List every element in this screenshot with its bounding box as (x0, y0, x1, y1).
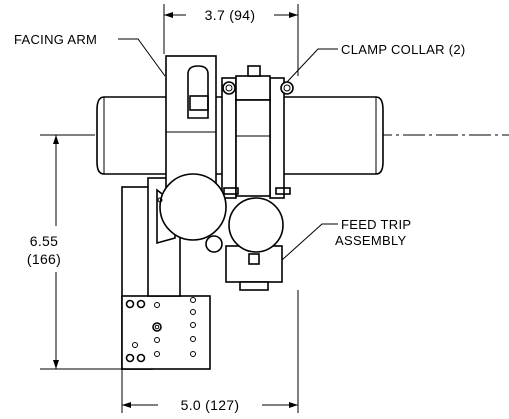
collar-block (221, 65, 291, 199)
facing-arm (165, 55, 217, 197)
bottom-dimension-line (121, 290, 299, 413)
height-dimension-line (40, 134, 122, 370)
height-dimension-mm: (166) (27, 251, 61, 267)
leader-lines (118, 38, 338, 261)
feed-trip-label-line1: FEED TRIP (341, 217, 411, 232)
facing-arm-label: FACING ARM (14, 32, 97, 47)
clamp-collar-screw (222, 81, 294, 95)
clamp-collar-label: CLAMP COLLAR (2) (341, 42, 466, 57)
feed-trip-assembly (225, 197, 284, 291)
top-width-dimension: 3.7 (94) (205, 7, 256, 23)
height-dimension-in: 6.55 (30, 233, 58, 249)
drive-wheel (156, 173, 227, 253)
feed-trip-label-line2: ASSEMBLY (335, 233, 407, 248)
top-dimension (163, 4, 299, 76)
bottom-width-dimension: 5.0 (127) (181, 397, 240, 413)
